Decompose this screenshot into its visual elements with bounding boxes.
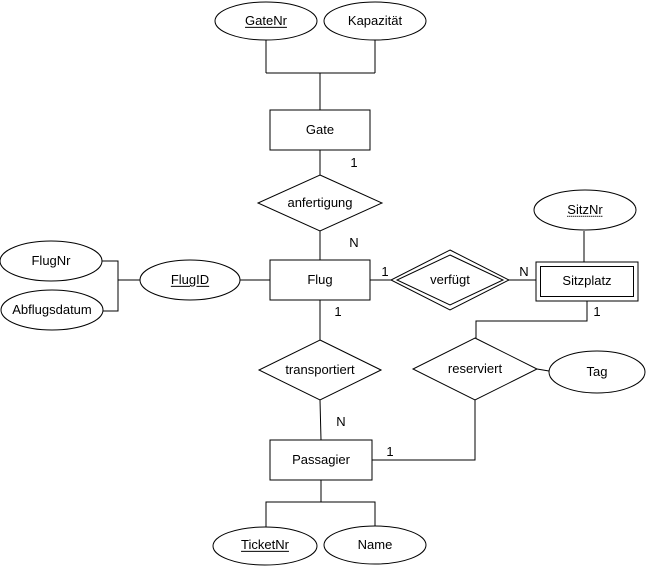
connector-transportiert-passagier[interactable] [319,399,322,441]
connector-passagier-name[interactable] [321,501,376,526]
attribute-flugnr-shape[interactable] [0,240,103,282]
entity-flug-shape[interactable] [269,259,371,301]
attribute-name-shape[interactable] [323,525,427,565]
connector-sitzplatz-reserviert[interactable] [475,301,588,338]
relationship-verfuegt-inner-border [395,254,505,306]
attribute-ticketnr-shape[interactable] [212,526,318,566]
relationship-transportiert-shape[interactable] [257,339,383,401]
attribute-sitznr-shape[interactable] [533,189,637,231]
attribute-gatenr-shape[interactable] [214,1,318,41]
entity-sitzplatz-shape[interactable] [535,261,639,302]
connector-reserviert-passagier[interactable] [372,400,476,461]
connector-passagier-ticketnr[interactable] [265,480,322,527]
relationship-reserviert-shape[interactable] [411,337,539,401]
connector-flugnr-abflugsdatum-bracket[interactable] [102,260,119,312]
entity-passagier-shape[interactable] [269,439,373,481]
attribute-abflugsdatum-shape[interactable] [0,289,104,331]
connector-reserviert-tag[interactable] [536,368,550,372]
relationship-verfuegt-shape[interactable] [389,249,511,311]
attribute-flugid-shape[interactable] [139,259,241,301]
entity-gate-shape[interactable] [269,109,371,151]
attribute-kapazitaet-shape[interactable] [323,1,427,41]
attribute-tag-shape[interactable] [548,350,646,394]
relationship-anfertigung-shape[interactable] [256,174,384,232]
entity-sitzplatz-inner-border [540,266,634,297]
